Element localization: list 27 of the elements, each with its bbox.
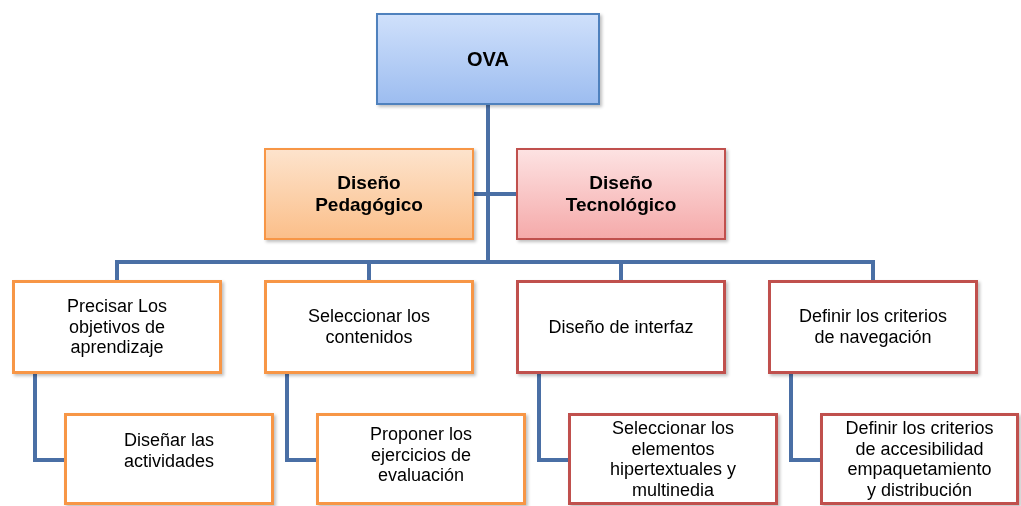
box-label: Precisar Los objetivos de aprendizaje [65, 295, 168, 359]
task-box [820, 413, 1019, 505]
box-label: Diseño Tecnológico [564, 172, 678, 216]
category-box [264, 148, 474, 240]
task-box [768, 280, 978, 374]
box-label: Diseñar las actividades [122, 430, 216, 472]
task-box [568, 413, 778, 505]
box-label: Diseño Pedagógico [314, 172, 424, 216]
connector-line [486, 105, 875, 280]
category-box [516, 148, 726, 240]
box-label: Seleccionar los elementos hipertextuales y multinedia [608, 418, 738, 501]
connector-line [285, 374, 316, 462]
box-label: Seleccionar los contenidos [306, 306, 432, 348]
task-box [516, 280, 726, 374]
connector-line [537, 374, 568, 462]
box-label: Definir los criterios de accesibilidad empaquetamiento y distribución [844, 418, 995, 501]
connector-line [789, 374, 820, 462]
task-box [264, 280, 474, 374]
task-box [12, 280, 222, 374]
box-label: OVA [467, 47, 509, 71]
task-box [64, 413, 274, 505]
title-box [376, 13, 600, 105]
box-label: Definir los criterios de navegación [797, 306, 948, 348]
connector-line [33, 374, 64, 462]
task-box [316, 413, 526, 505]
box-label: Proponer los ejercicios de evaluación [368, 424, 474, 487]
box-label: Diseño de interfaz [548, 316, 694, 338]
